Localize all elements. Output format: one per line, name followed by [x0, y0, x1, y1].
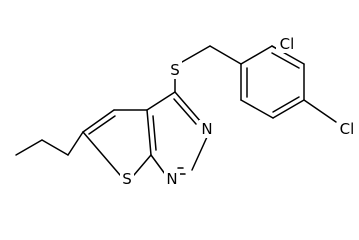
benzene-bond-4-5 [272, 99, 305, 119]
thiophene-bond-s-c7a [133, 154, 152, 176]
ethyl-bond-2 [41, 139, 69, 156]
ch2-benzene-bond [209, 45, 242, 65]
molecule-diagram: Cl S Cl N S N [15, 35, 359, 188]
s-ch2-bond [181, 45, 211, 63]
pyrimidine-bond-c4a-c7a-inner [152, 115, 157, 151]
atom-label-s-thioether: S [170, 61, 180, 79]
atom-label-s-thiophene: S [122, 170, 132, 188]
bond-layer [15, 45, 337, 176]
label-layer: Cl S Cl N S N [120, 35, 359, 188]
atom-label-cl-top: Cl [280, 35, 295, 53]
atom-label-n-top: N [201, 120, 212, 138]
benzene-bond-2-3-inner [271, 52, 300, 69]
atom-cl-top: Cl [276, 35, 298, 53]
atom-n-top: N [199, 120, 215, 138]
atom-cl-right: Cl [337, 120, 359, 138]
benzene-bond-5-6 [240, 99, 274, 119]
thiophene-bond-c6-c5 [82, 109, 115, 133]
pyrimidine-bond-c4a-c4 [146, 91, 176, 111]
pyrimidine-bond-c4-n3-inner [173, 98, 197, 125]
ethyl-bond-1 [15, 139, 43, 156]
pyrimidine-bond-c4-n3 [174, 91, 202, 123]
structure-canvas: Cl S Cl N S N [15, 35, 359, 188]
pyrimidine-bond-n1-c7a [150, 154, 166, 175]
pyrimidine-bond-c4a-c7a [146, 109, 152, 156]
ethyl-thiophene-bond [67, 131, 84, 156]
thiophene-bond-c6-s [82, 131, 121, 176]
benzene-bond-1-2 [240, 45, 273, 65]
atom-n-bottom: N [164, 170, 180, 188]
pyrimidine-bond-n3-c2 [191, 136, 208, 171]
thiophene-bond-c6-c5-inner [88, 115, 116, 135]
benzene-cl-right-bond [303, 99, 337, 123]
atom-s-thioether: S [168, 61, 182, 79]
atom-label-cl-right: Cl [340, 120, 355, 138]
benzene-bond-4-5-inner [272, 96, 300, 113]
atom-label-n-bottom: N [166, 170, 177, 188]
atom-s-thiophene: S [120, 170, 134, 188]
